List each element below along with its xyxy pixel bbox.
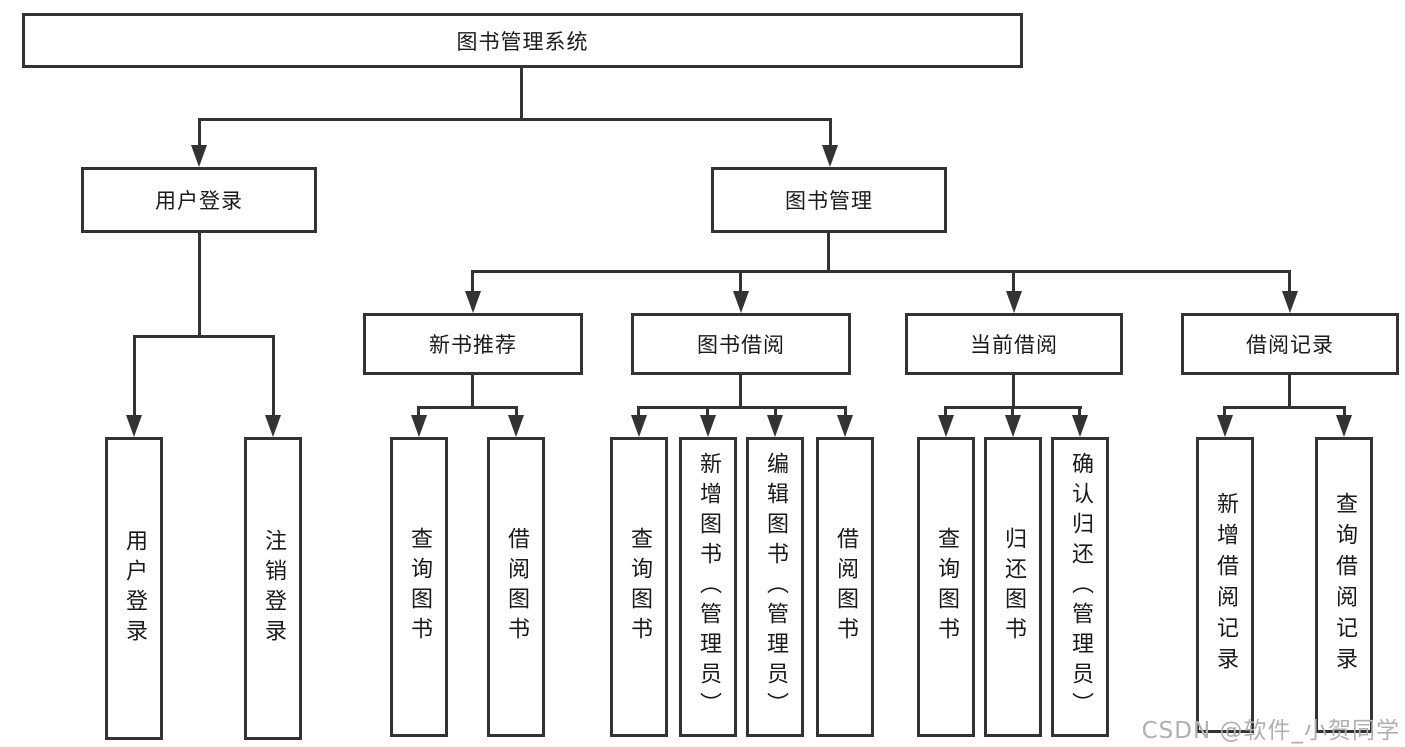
arrowhead (631, 415, 647, 437)
arrowhead (465, 291, 481, 313)
node-current-borrow: 当前借阅 (905, 313, 1123, 375)
node-borrow-records: 借阅记录 (1181, 313, 1399, 375)
arrowhead (1006, 291, 1022, 313)
arrowhead (822, 145, 838, 167)
arrowhead (191, 145, 207, 167)
leaf-records-query-record: 查询借阅记录 (1315, 437, 1373, 733)
node-new-book-recommend: 新书推荐 (363, 313, 583, 375)
connector (637, 406, 640, 418)
connector (133, 335, 275, 338)
connector (1288, 270, 1291, 293)
arrowhead (700, 415, 716, 437)
leaf-current-return-books: 归还图书 (984, 437, 1042, 737)
leaf-recommend-query-books: 查询图书 (390, 437, 448, 737)
connector (471, 375, 474, 409)
arrowhead (1282, 291, 1298, 313)
connector (944, 406, 947, 418)
leaf-current-query-books: 查询图书 (917, 437, 975, 737)
connector (827, 233, 830, 273)
node-user-login: 用户登录 (81, 167, 317, 233)
connector (1078, 406, 1081, 418)
connector (774, 406, 777, 418)
arrowhead (733, 291, 749, 313)
arrowhead (508, 415, 524, 437)
node-book-management: 图书管理 (711, 167, 947, 233)
connector (829, 118, 832, 148)
connector (417, 406, 420, 418)
connector (1288, 375, 1291, 409)
leaf-borrow-query-books: 查询图书 (610, 437, 668, 737)
csdn-watermark: CSDN @软件_小贺同学 (1141, 718, 1400, 744)
arrowhead (938, 415, 954, 437)
arrowhead (1005, 415, 1021, 437)
connector (198, 118, 201, 148)
connector (739, 375, 742, 409)
connector (417, 406, 518, 409)
leaf-recommend-borrow-books: 借阅图书 (487, 437, 545, 737)
arrowhead (265, 415, 281, 437)
node-book-borrow: 图书借阅 (631, 313, 851, 375)
connector (1343, 406, 1346, 418)
leaf-records-add-record: 新增借阅记录 (1196, 437, 1254, 733)
connector (471, 270, 1291, 273)
connector (520, 68, 523, 121)
connector (1223, 406, 1346, 409)
leaf-current-confirm-return-admin: 确认归还（管理员） (1051, 437, 1109, 737)
connector (471, 270, 474, 293)
connector (198, 233, 201, 338)
leaf-borrow-edit-books-admin: 编辑图书（管理员） (746, 437, 804, 737)
connector (1011, 406, 1014, 418)
arrowhead (837, 415, 853, 437)
connector (844, 406, 847, 418)
leaf-borrow-add-books-admin: 新增图书（管理员） (679, 437, 737, 737)
arrowhead (1217, 415, 1233, 437)
arrowhead (411, 415, 427, 437)
connector (1223, 406, 1226, 418)
leaf-user-login: 用户登录 (105, 437, 163, 740)
leaf-borrow-borrow-books: 借阅图书 (816, 437, 874, 737)
connector (515, 406, 518, 418)
connector (1012, 375, 1015, 409)
leaf-logout: 注销登录 (244, 437, 302, 740)
connector (133, 335, 136, 417)
connector (198, 118, 832, 121)
node-root: 图书管理系统 (22, 13, 1023, 68)
connector (272, 335, 275, 417)
arrowhead (1072, 415, 1088, 437)
arrowhead (126, 415, 142, 437)
connector (1012, 270, 1015, 293)
arrowhead (767, 415, 783, 437)
connector (739, 270, 742, 293)
connector (637, 406, 847, 409)
arrowhead (1336, 415, 1352, 437)
connector (706, 406, 709, 418)
